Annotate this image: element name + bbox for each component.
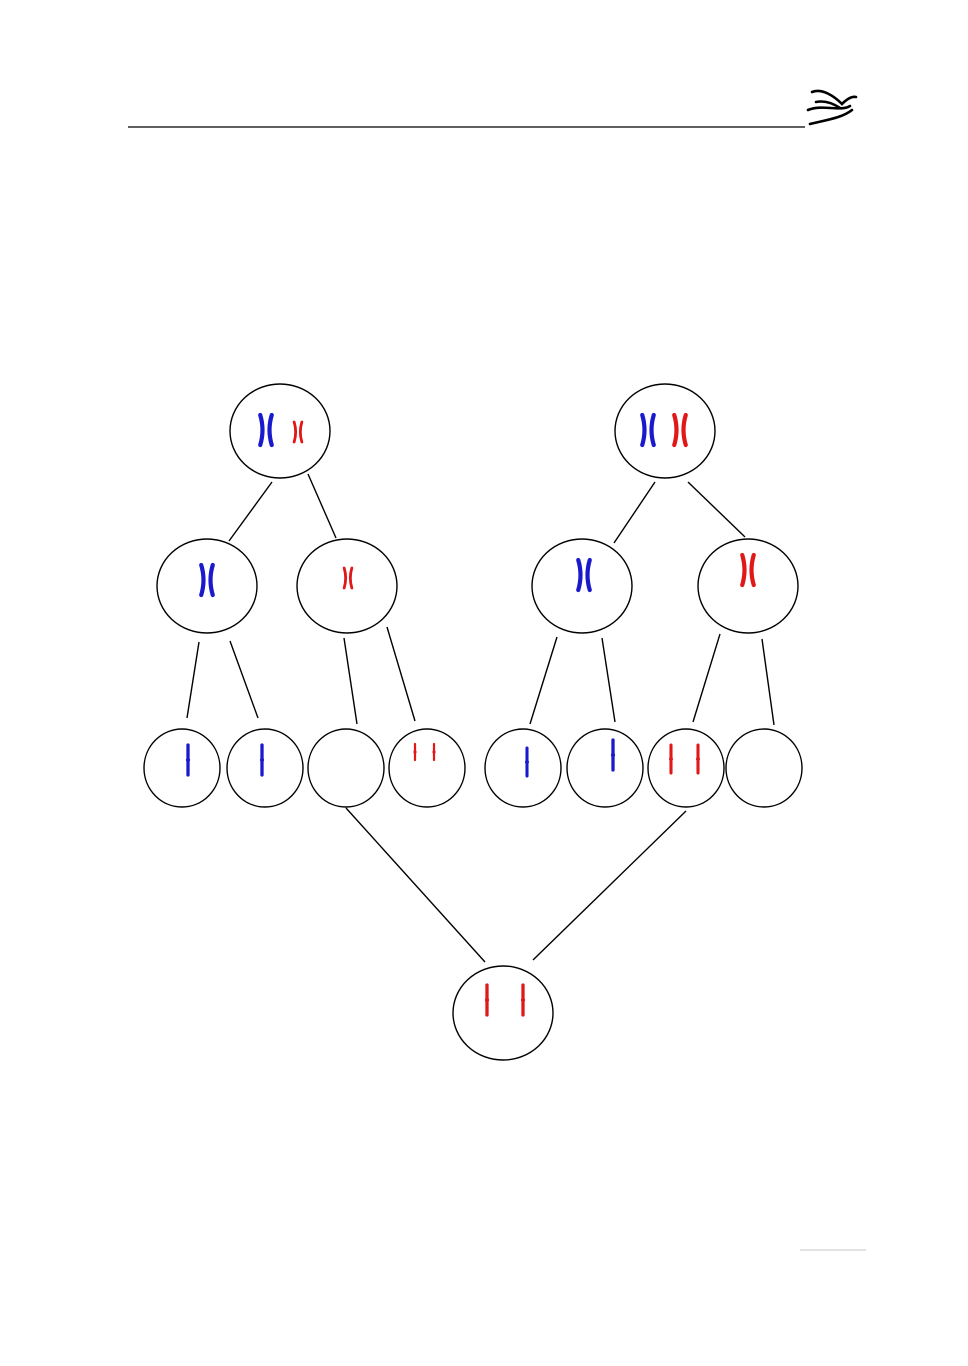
link-gamete-7-to-zygote (532, 810, 687, 961)
cell-membrane (307, 728, 385, 808)
cell-meiosis1-cell-d (697, 538, 799, 634)
cell-membrane (226, 728, 304, 808)
cell-membrane (614, 383, 716, 479)
link-gamete-3-to-zygote (345, 807, 486, 963)
cell-meiosis1-cell-b (296, 538, 398, 634)
duplicated-chromosome (292, 420, 304, 444)
single-chromosome (259, 743, 265, 777)
cell-membrane (697, 538, 799, 634)
single-chromosome (696, 743, 700, 775)
cells-layer (143, 383, 803, 1061)
link-meiosis1-cell-d-to-gamete-7 (692, 633, 721, 723)
link-meiosis1-cell-a-to-gamete-1 (186, 641, 200, 719)
single-chromosome (669, 743, 673, 775)
duplicated-chromosome (576, 557, 592, 593)
cell-membrane (647, 728, 725, 808)
single-chromosome (432, 742, 436, 762)
cell-zygote (452, 965, 554, 1061)
single-chromosome (525, 746, 529, 778)
duplicated-chromosome (640, 412, 656, 448)
link-meiosis1-cell-c-to-gamete-6 (601, 637, 616, 723)
duplicated-chromosome (672, 412, 688, 448)
cell-membrane (531, 538, 633, 634)
cell-membrane (452, 965, 554, 1061)
cell-parent-1 (229, 383, 331, 479)
cell-membrane (156, 538, 258, 634)
link-parent-2-to-meiosis1-cell-d (687, 481, 746, 538)
cell-membrane (143, 728, 221, 808)
duplicated-chromosome (258, 412, 274, 448)
cell-membrane (566, 728, 644, 808)
cell-membrane (388, 728, 466, 808)
single-chromosome (185, 743, 191, 777)
cell-meiosis1-cell-c (531, 538, 633, 634)
cell-membrane (725, 728, 803, 808)
cell-gamete-3 (307, 728, 385, 808)
single-chromosome (520, 983, 526, 1017)
link-meiosis1-cell-b-to-gamete-3 (343, 637, 358, 725)
link-parent-2-to-meiosis1-cell-c (613, 481, 656, 544)
cell-gamete-2 (226, 728, 304, 808)
single-chromosome (413, 742, 417, 762)
links-layer (186, 473, 775, 963)
dove-icon (806, 89, 858, 126)
cell-meiosis1-cell-a (156, 538, 258, 634)
duplicated-chromosome (199, 562, 215, 598)
cell-gamete-1 (143, 728, 221, 808)
single-chromosome (484, 983, 490, 1017)
link-meiosis1-cell-b-to-gamete-4 (386, 626, 416, 722)
cell-parent-2 (614, 383, 716, 479)
duplicated-chromosome (342, 566, 354, 590)
cell-membrane (229, 383, 331, 479)
link-parent-1-to-meiosis1-cell-b (307, 473, 337, 539)
cell-gamete-8 (725, 728, 803, 808)
link-meiosis1-cell-a-to-gamete-2 (229, 640, 259, 719)
cell-gamete-6 (566, 728, 644, 808)
duplicated-chromosome (740, 552, 756, 588)
cell-membrane (484, 728, 562, 808)
cell-gamete-5 (484, 728, 562, 808)
link-meiosis1-cell-c-to-gamete-5 (529, 636, 558, 725)
cell-gamete-7 (647, 728, 725, 808)
link-meiosis1-cell-d-to-gamete-8 (761, 638, 775, 726)
link-parent-1-to-meiosis1-cell-a (228, 481, 273, 542)
cell-membrane (296, 538, 398, 634)
cell-gamete-4 (388, 728, 466, 808)
single-chromosome (610, 738, 616, 772)
